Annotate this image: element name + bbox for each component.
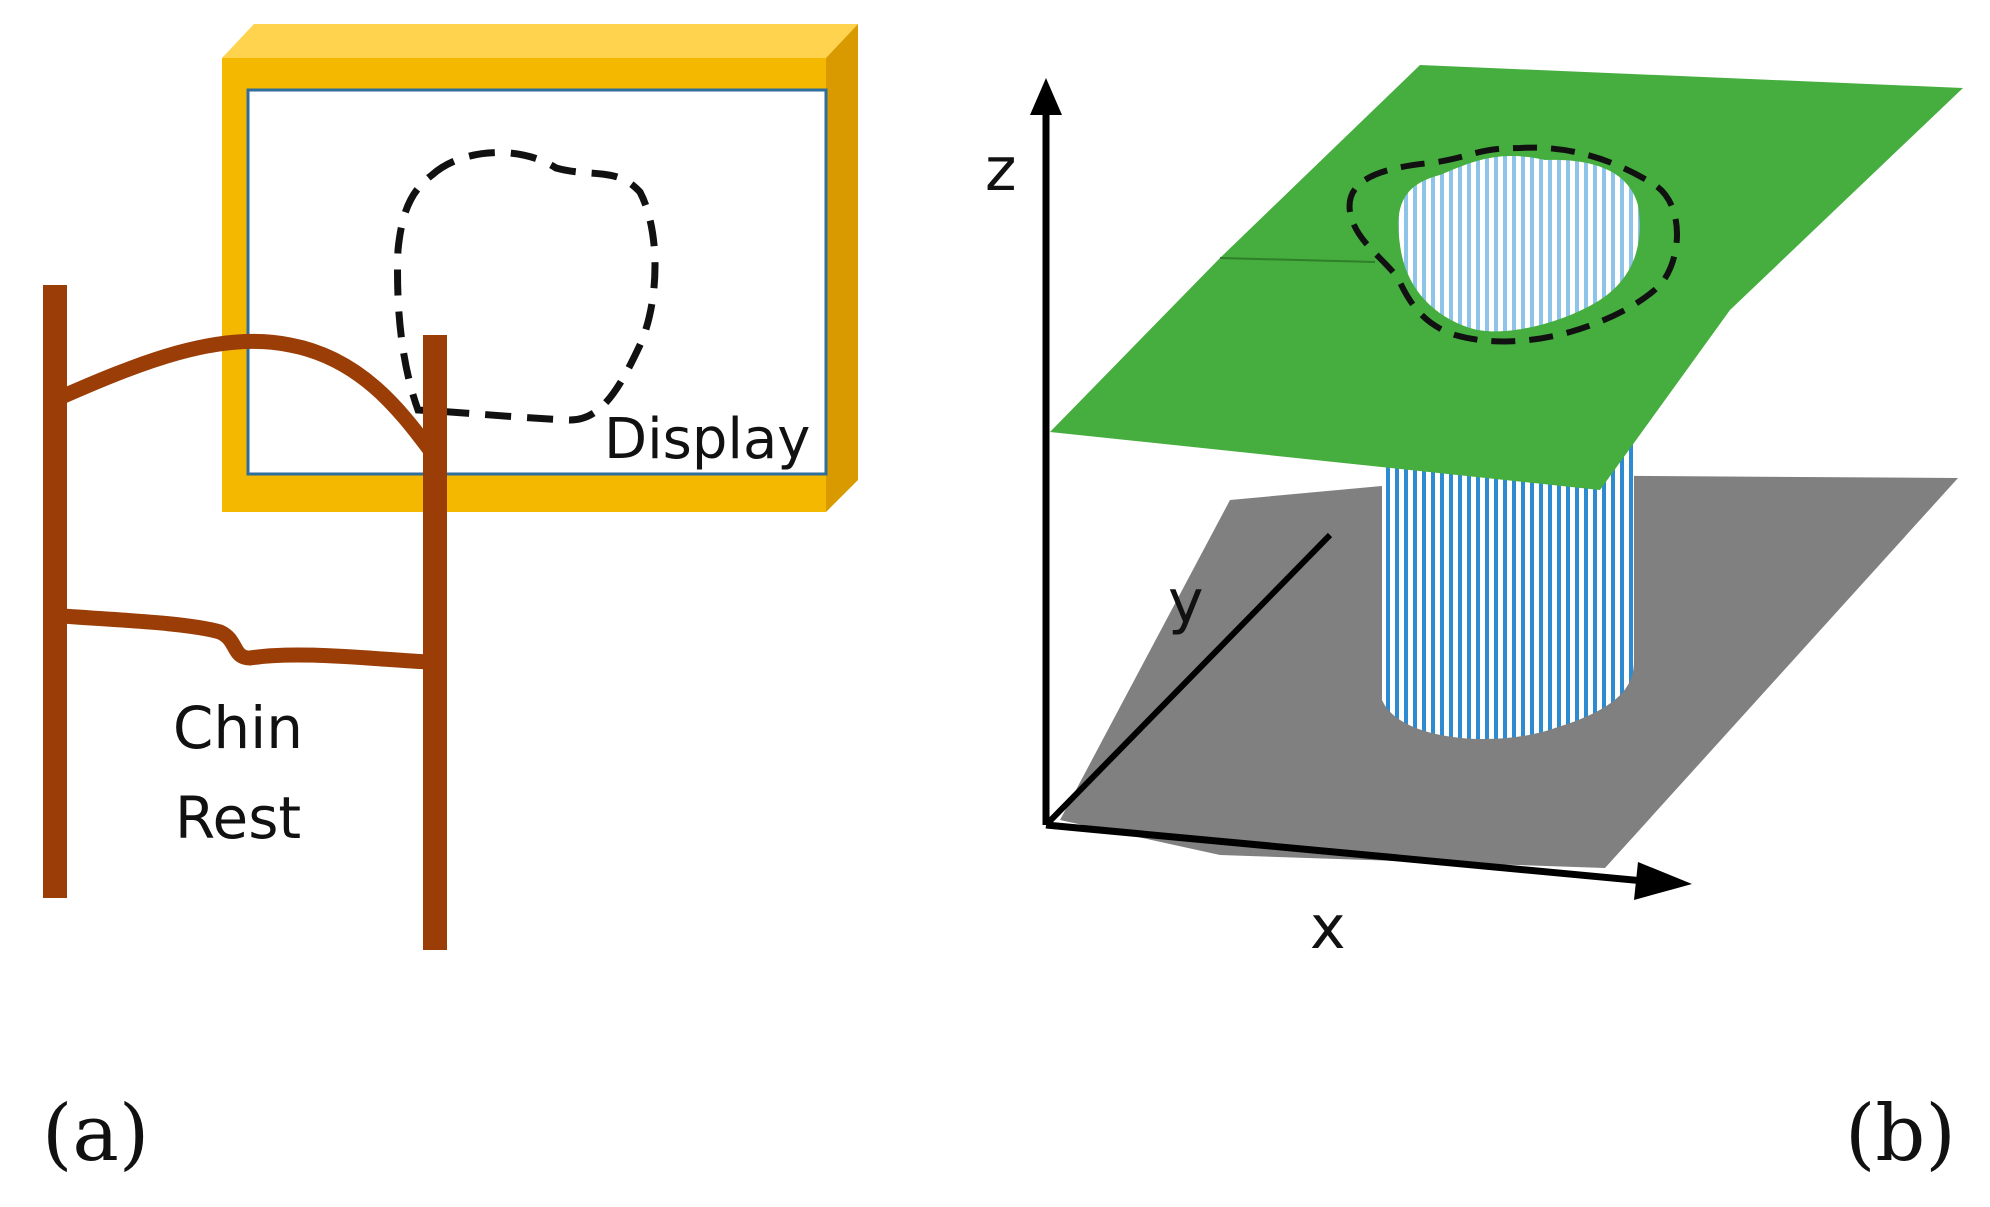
chin-label-line1: Chin <box>173 694 303 762</box>
display-label: Display <box>604 407 810 472</box>
top-plane-fold <box>1219 257 1376 263</box>
z-axis-arrowhead <box>1030 78 1062 115</box>
chin-rest-head-bar <box>46 333 436 455</box>
cylinder-lower <box>1382 420 1634 740</box>
panel-b: z y x (b) <box>985 65 1963 1179</box>
chin-rest <box>43 285 447 950</box>
monitor-screen <box>246 88 828 476</box>
hole-dashed-outline <box>1346 144 1680 345</box>
monitor-side-face <box>826 24 858 512</box>
panel-b-label: (b) <box>1845 1089 1956 1179</box>
x-axis-label: x <box>1310 893 1346 963</box>
monitor: Display <box>222 24 858 512</box>
screen-dashed-region <box>394 149 659 424</box>
panel-a: Display Chin Rest (a) <box>42 24 858 1179</box>
x-axis-arrowhead <box>1634 862 1692 900</box>
chin-label-line2: Rest <box>175 784 301 852</box>
z-axis-label: z <box>985 135 1017 205</box>
y-axis <box>1043 532 1333 828</box>
plane-hole <box>1398 155 1640 332</box>
monitor-top-face <box>222 24 858 58</box>
y-axis-label: y <box>1168 567 1204 637</box>
panel-a-label: (a) <box>42 1089 149 1179</box>
x-axis <box>1045 821 1656 886</box>
chin-rest-chin-cup <box>49 607 431 670</box>
